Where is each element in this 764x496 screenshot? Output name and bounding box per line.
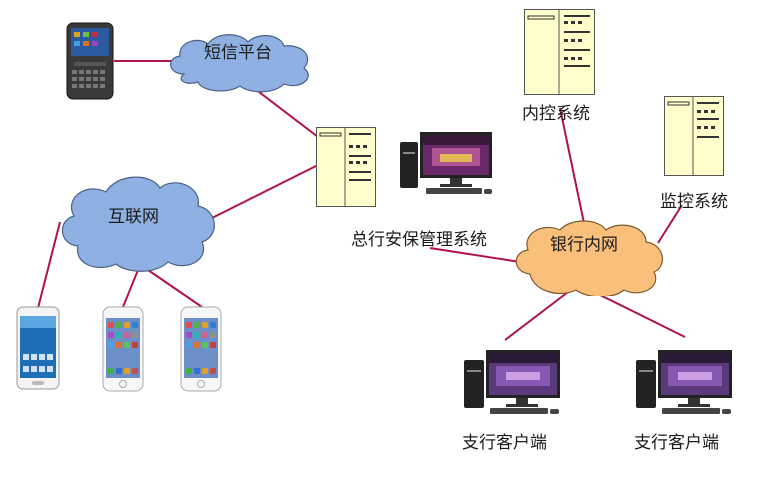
- link-internet-phone3: [147, 269, 203, 308]
- desktop-computer-icon: [464, 350, 560, 414]
- smartphone-android: [16, 306, 60, 390]
- link-intranet-client2: [589, 289, 686, 338]
- link-hqlabel-intranet: [429, 247, 521, 263]
- cloud-icon: [61, 176, 215, 272]
- cloud-icon: [515, 220, 663, 298]
- branch-client-2-label: 支行客户端: [634, 433, 719, 453]
- cloud-icon: [170, 34, 309, 93]
- desktop-computer-icon: [636, 350, 732, 414]
- link-internet-phone2: [122, 269, 139, 308]
- link-internet-hqserver: [211, 164, 319, 219]
- internal-control-server: [524, 9, 595, 95]
- bank-intranet-label: 银行内网: [550, 235, 618, 255]
- smartphone-iphone-2: [180, 306, 222, 392]
- internal-control-system-label: 内控系统: [522, 104, 590, 124]
- internet-cloud: 互联网: [56, 172, 218, 272]
- branch-client-1-label: 支行客户端: [462, 433, 547, 453]
- internet-label: 互联网: [108, 207, 159, 227]
- branch-client-1-desktop: [462, 348, 562, 416]
- sms-platform-label: 短信平台: [204, 43, 272, 63]
- link-intranet-client1: [504, 291, 569, 341]
- link-internal-intranet: [559, 107, 586, 229]
- smartphone-icon: [16, 306, 60, 390]
- smartphone-iphone-1: [102, 306, 144, 392]
- smartphone-icon: [180, 306, 222, 392]
- feature-phone: [66, 22, 114, 100]
- hq-desktop: [396, 130, 496, 196]
- link-internet-phone1: [37, 221, 61, 309]
- bank-intranet-cloud: 银行内网: [510, 218, 666, 298]
- monitoring-system-label: 监控系统: [660, 192, 728, 212]
- server-icon: [316, 127, 376, 207]
- sms-platform-cloud: 短信平台: [162, 30, 320, 94]
- server-icon: [524, 9, 595, 95]
- hq-security-system-label: 总行安保管理系统: [351, 230, 487, 250]
- server-icon: [664, 96, 724, 176]
- hq-server: [316, 127, 376, 207]
- desktop-computer-icon: [400, 132, 492, 194]
- branch-client-2-desktop: [634, 348, 734, 416]
- mobile-phone-icon: [66, 22, 114, 100]
- monitoring-server: [664, 96, 724, 176]
- smartphone-icon: [102, 306, 144, 392]
- link-monitor-intranet: [657, 204, 683, 244]
